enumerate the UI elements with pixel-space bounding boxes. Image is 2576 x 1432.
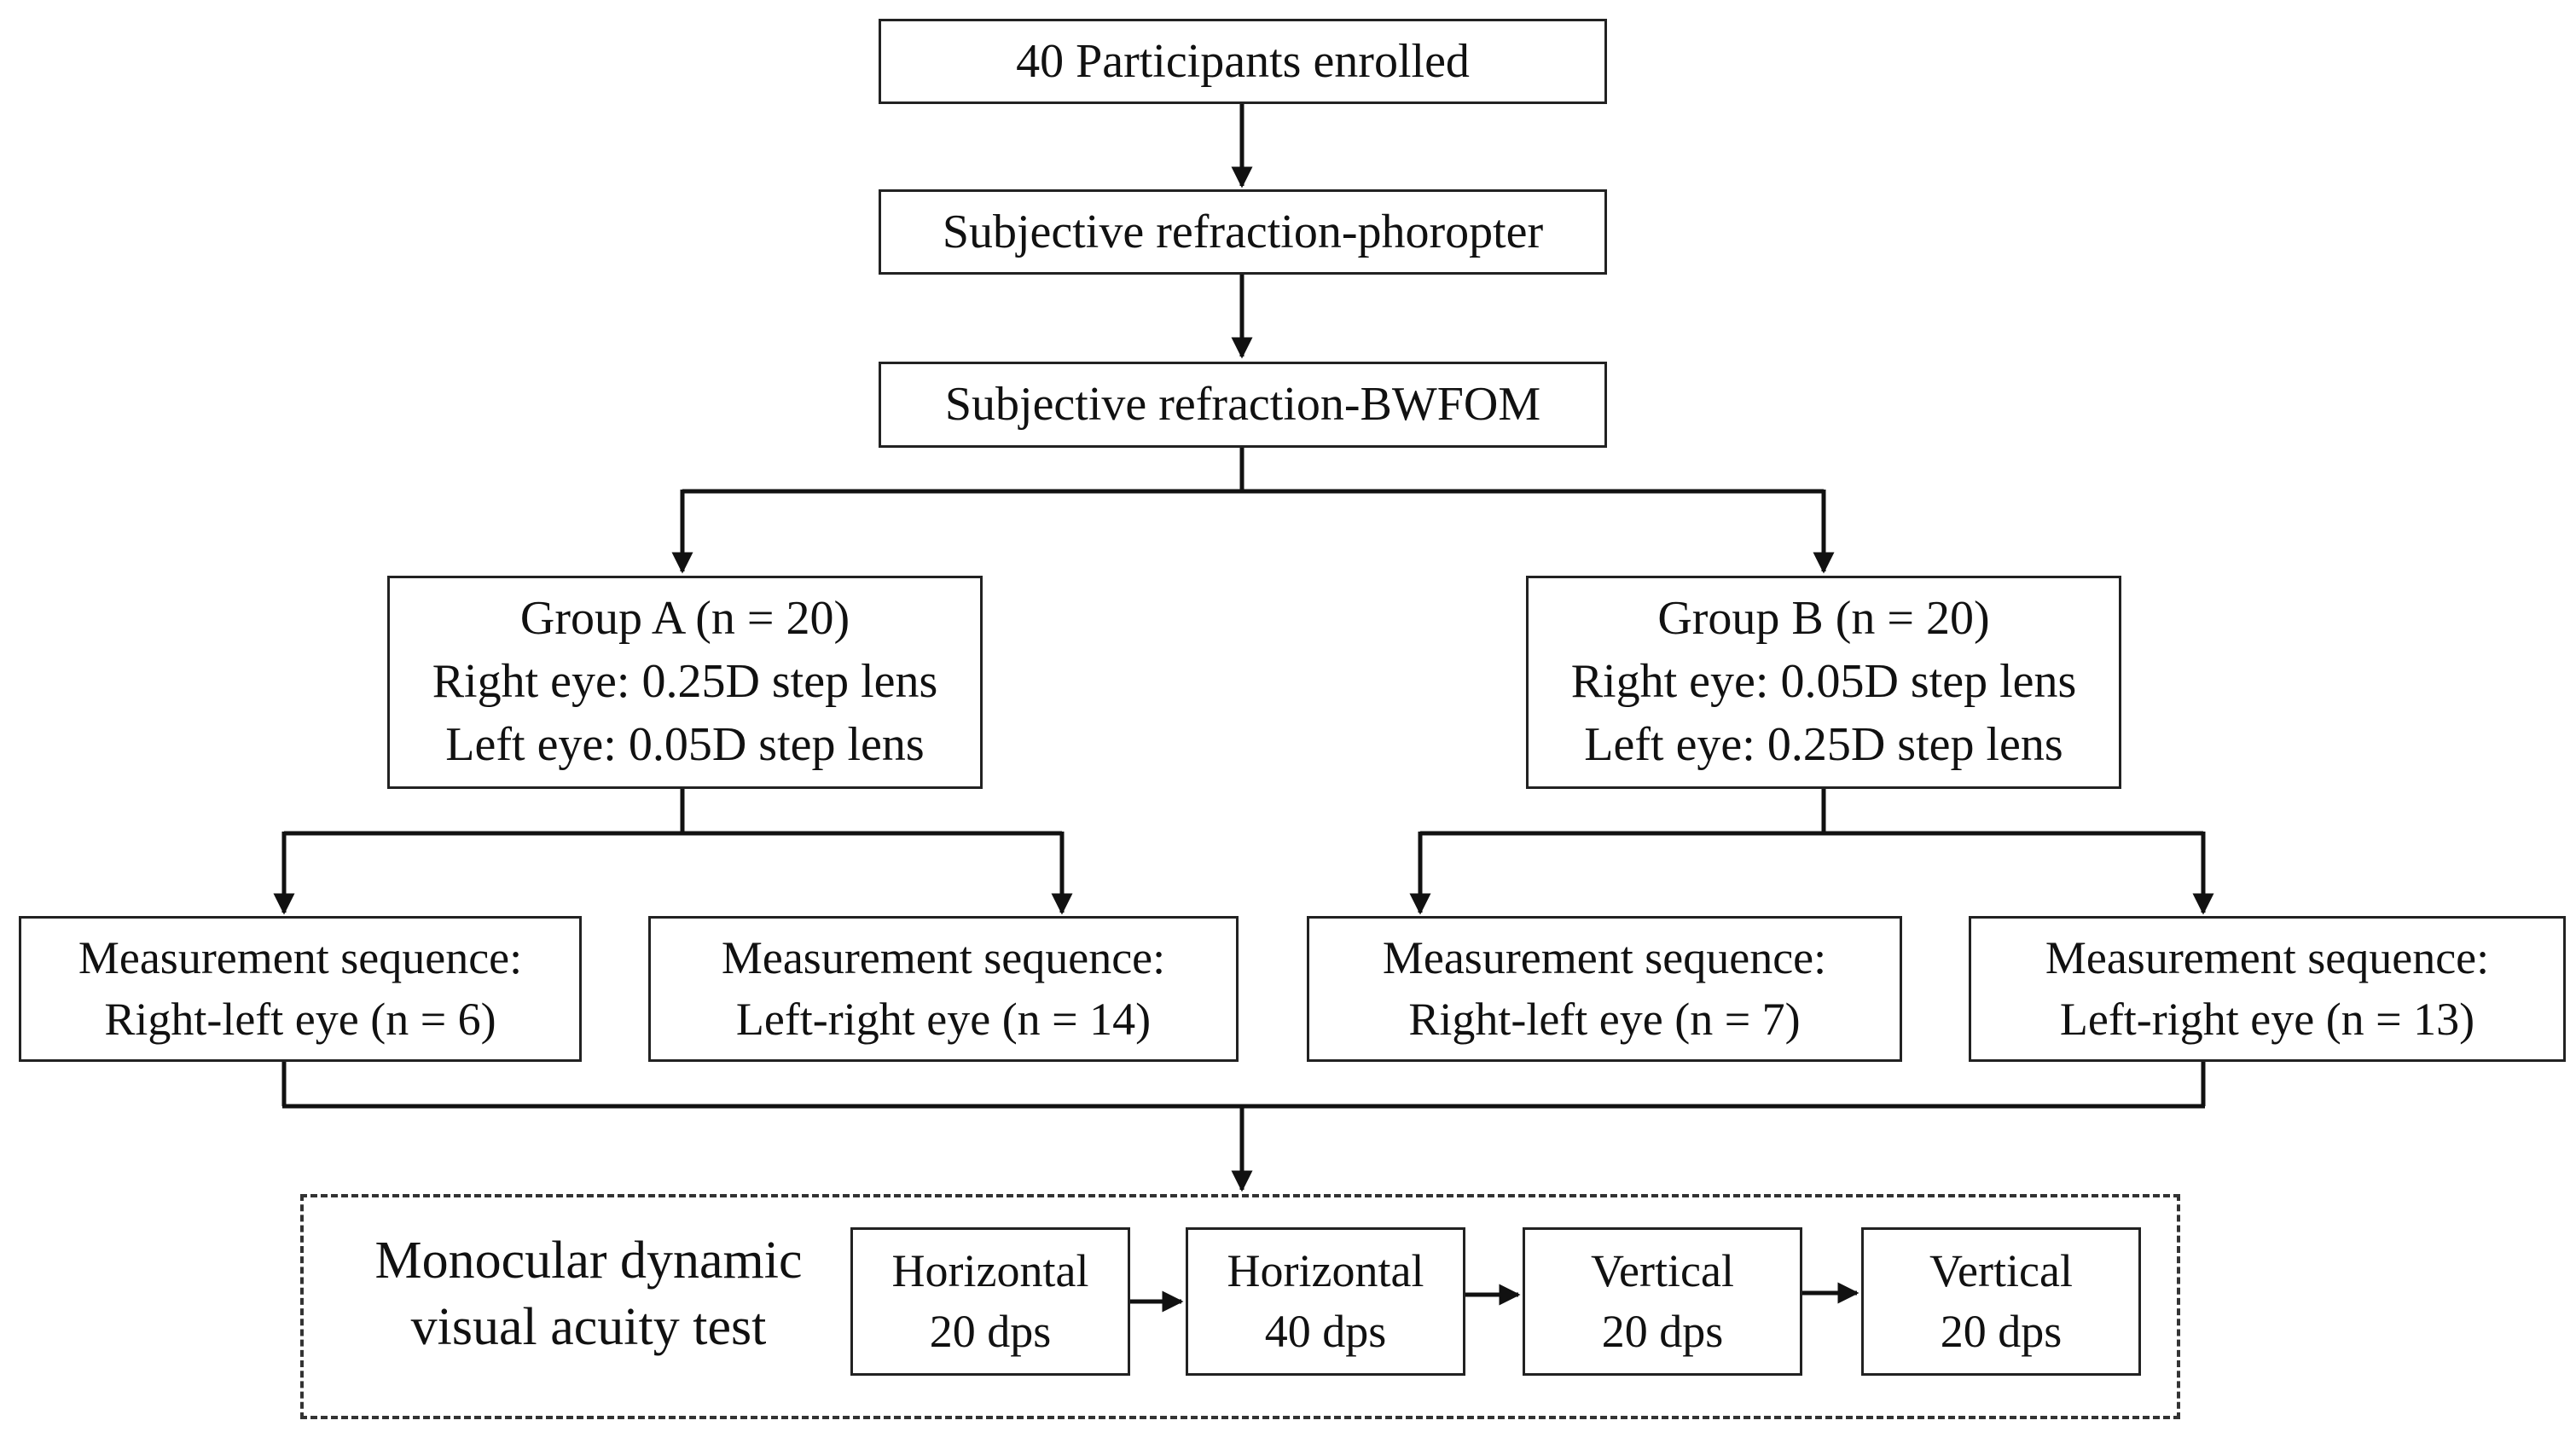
- test-step-1-line2: 20 dps: [929, 1306, 1052, 1357]
- bwfom-text: Subjective refraction-BWFOM: [944, 378, 1541, 432]
- seq-a2-line2: Left-right eye (n = 14): [735, 993, 1152, 1045]
- test-step-2-line2: 40 dps: [1264, 1306, 1387, 1357]
- seq-b1-box: Measurement sequence: Right-left eye (n …: [1307, 916, 1902, 1062]
- test-step-3: Vertical 20 dps: [1523, 1227, 1802, 1376]
- test-step-3-line2: 20 dps: [1601, 1306, 1724, 1357]
- test-step-2: Horizontal 40 dps: [1186, 1227, 1465, 1376]
- group-b-left-eye: Left eye: 0.25D step lens: [1584, 717, 2063, 771]
- group-a-title: Group A (n = 20): [519, 592, 850, 646]
- test-label-line1: Monocular dynamic: [374, 1232, 803, 1290]
- seq-a1-box: Measurement sequence: Right-left eye (n …: [19, 916, 582, 1062]
- group-b-title: Group B (n = 20): [1657, 592, 1990, 646]
- test-step-3-line1: Vertical: [1591, 1244, 1734, 1296]
- test-step-1-line1: Horizontal: [891, 1244, 1089, 1296]
- test-step-4-line2: 20 dps: [1940, 1306, 2063, 1357]
- seq-b1-line2: Right-left eye (n = 7): [1408, 993, 1801, 1045]
- seq-a1-line1: Measurement sequence:: [78, 932, 523, 984]
- enrolled-text: 40 Participants enrolled: [1016, 34, 1470, 88]
- test-step-2-line1: Horizontal: [1227, 1244, 1424, 1296]
- bwfom-box: Subjective refraction-BWFOM: [879, 362, 1607, 448]
- test-label: Monocular dynamic visual acuity test: [324, 1228, 853, 1360]
- seq-a2-box: Measurement sequence: Left-right eye (n …: [648, 916, 1239, 1062]
- seq-b2-line1: Measurement sequence:: [2045, 932, 2490, 984]
- test-panel: [300, 1194, 2180, 1419]
- group-a-box: Group A (n = 20) Right eye: 0.25D step l…: [387, 576, 983, 789]
- group-a-right-eye: Right eye: 0.25D step lens: [432, 655, 938, 709]
- test-label-line2: visual acuity test: [410, 1297, 767, 1356]
- group-b-right-eye: Right eye: 0.05D step lens: [1570, 655, 2077, 709]
- enrolled-box: 40 Participants enrolled: [879, 19, 1607, 104]
- seq-b2-box: Measurement sequence: Left-right eye (n …: [1969, 916, 2566, 1062]
- phoropter-box: Subjective refraction-phoropter: [879, 189, 1607, 275]
- test-step-4-line1: Vertical: [1929, 1244, 2073, 1296]
- seq-b1-line1: Measurement sequence:: [1382, 932, 1827, 984]
- seq-a2-line1: Measurement sequence:: [721, 932, 1166, 984]
- phoropter-text: Subjective refraction-phoropter: [942, 205, 1544, 258]
- test-step-1: Horizontal 20 dps: [850, 1227, 1130, 1376]
- group-a-left-eye: Left eye: 0.05D step lens: [445, 717, 925, 771]
- group-b-box: Group B (n = 20) Right eye: 0.05D step l…: [1526, 576, 2121, 789]
- seq-b2-line2: Left-right eye (n = 13): [2059, 993, 2475, 1045]
- test-step-4: Vertical 20 dps: [1861, 1227, 2141, 1376]
- seq-a1-line2: Right-left eye (n = 6): [104, 993, 496, 1045]
